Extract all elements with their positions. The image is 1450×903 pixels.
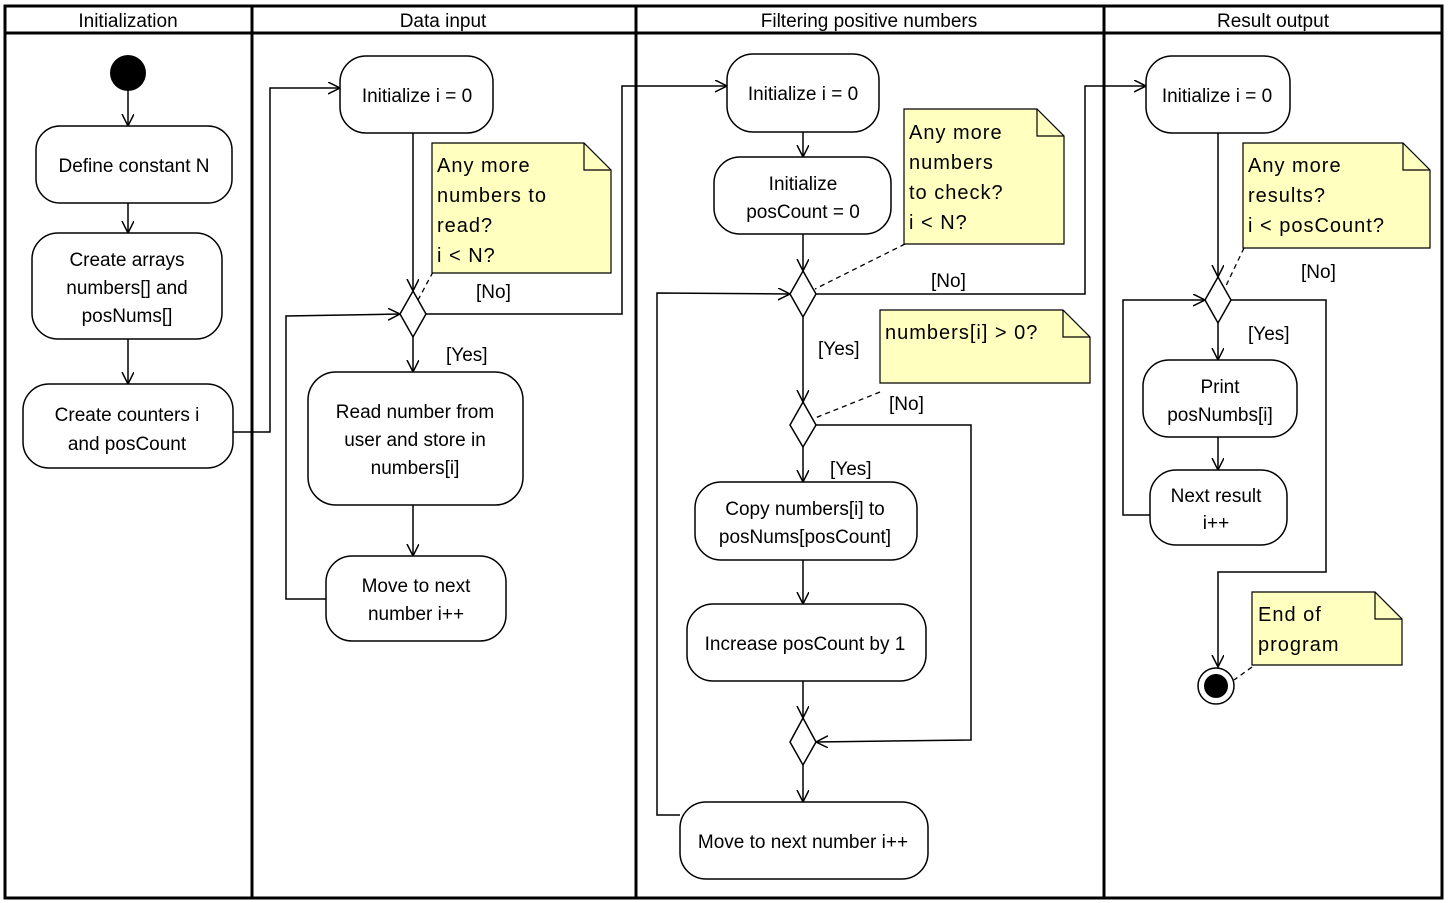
activity-input-initialize-i: Initialize i = 0 [339, 55, 494, 134]
svg-text:Initialize i = 0: Initialize i = 0 [1162, 86, 1272, 107]
svg-text:End of: End of [1258, 604, 1322, 626]
lane-title-data-input: Data input [400, 11, 487, 32]
svg-text:numbers[i] > 0?: numbers[i] > 0? [885, 322, 1038, 344]
svg-text:Any more: Any more [1248, 155, 1342, 177]
svg-text:posNums[posCount]: posNums[posCount] [719, 527, 891, 548]
activity-create-arrays: Create arrays numbers[] and posNums[] [31, 232, 223, 340]
svg-text:i++: i++ [1203, 513, 1229, 534]
flow-edges [128, 86, 1327, 816]
svg-text:Print: Print [1200, 377, 1240, 398]
lane-title-result-output: Result output [1217, 11, 1330, 32]
guard-output-yes: [Yes] [1248, 324, 1290, 345]
svg-text:numbers[] and: numbers[] and [66, 278, 187, 299]
svg-text:program: program [1258, 634, 1339, 656]
svg-text:i < N?: i < N? [909, 212, 968, 234]
activity-filter-next-number: Move to next number i++ [679, 801, 929, 880]
svg-text:posCount = 0: posCount = 0 [746, 202, 860, 223]
svg-text:Initialize i = 0: Initialize i = 0 [362, 86, 472, 107]
guard-filter-loop-yes: [Yes] [818, 339, 860, 360]
guard-filter-loop-no: [No] [931, 271, 966, 292]
svg-text:Create counters i: Create counters i [55, 405, 200, 426]
svg-text:Next result: Next result [1171, 486, 1263, 507]
lane-title-initialization: Initialization [78, 11, 177, 32]
note-more-results: Any more results? i < posCount? [1242, 142, 1431, 249]
note-connectors [417, 243, 1253, 681]
activity-read-number: Read number from user and store in numbe… [307, 371, 524, 506]
activity-copy-number: Copy numbers[i] to posNums[posCount] [694, 481, 918, 561]
activity-output-initialize-i: Initialize i = 0 [1145, 55, 1291, 134]
svg-text:Create arrays: Create arrays [69, 250, 184, 271]
activity-filter-initialize-i: Initialize i = 0 [726, 53, 880, 133]
activity-next-result: Next result i++ [1149, 469, 1288, 546]
final-node [1197, 667, 1235, 705]
decision-filter-loop [789, 269, 817, 319]
svg-text:and posCount: and posCount [68, 434, 187, 455]
svg-text:Increase posCount by 1: Increase posCount by 1 [705, 634, 906, 655]
svg-text:Any more: Any more [909, 122, 1003, 144]
svg-text:i < N?: i < N? [437, 245, 496, 267]
svg-text:i < posCount?: i < posCount? [1248, 215, 1385, 237]
svg-text:numbers to: numbers to [437, 185, 547, 207]
activity-create-counters: Create counters i and posCount [22, 383, 234, 469]
svg-text:Initialize: Initialize [769, 174, 838, 195]
guard-output-no: [No] [1301, 262, 1336, 283]
swimlane-frame [3, 4, 1444, 900]
decision-positive [789, 400, 817, 449]
svg-text:Initialize i = 0: Initialize i = 0 [748, 84, 858, 105]
activity-initialize-poscount: Initialize posCount = 0 [713, 156, 892, 235]
activity-define-constant: Define constant N [35, 125, 233, 204]
activity-input-next-number: Move to next number i++ [325, 555, 507, 642]
activity-increase-poscount: Increase posCount by 1 [686, 603, 927, 682]
activity-print-result: Print posNumbs[i] [1142, 359, 1298, 438]
svg-text:numbers: numbers [909, 152, 994, 174]
initial-node [110, 55, 146, 91]
decision-output-loop [1204, 275, 1232, 325]
note-more-to-read: Any more numbers to read? i < N? [431, 142, 612, 274]
lane-title-filtering: Filtering positive numbers [761, 11, 977, 32]
merge-filter [789, 716, 817, 767]
guard-input-no: [No] [476, 282, 511, 303]
svg-text:user and store in: user and store in [344, 430, 486, 451]
svg-text:read?: read? [437, 215, 493, 237]
svg-text:Read number from: Read number from [336, 402, 494, 423]
svg-text:Copy numbers[i] to: Copy numbers[i] to [725, 499, 884, 520]
svg-text:results?: results? [1248, 185, 1326, 207]
svg-text:posNumbs[i]: posNumbs[i] [1167, 405, 1273, 426]
svg-text:Define constant N: Define constant N [58, 156, 209, 177]
svg-text:to check?: to check? [909, 182, 1004, 204]
svg-text:posNums[]: posNums[] [82, 306, 173, 327]
svg-text:Any more: Any more [437, 155, 531, 177]
svg-text:number i++: number i++ [368, 604, 464, 625]
note-more-to-check: Any more numbers to check? i < N? [903, 108, 1065, 245]
guard-input-yes: [Yes] [446, 345, 488, 366]
svg-text:Move to next: Move to next [362, 576, 471, 597]
note-positive-check: numbers[i] > 0? [879, 309, 1091, 384]
svg-text:Move to next number i++: Move to next number i++ [698, 832, 908, 853]
guard-positive-no: [No] [889, 394, 924, 415]
note-end-of-program: End of program [1251, 591, 1403, 666]
guard-positive-yes: [Yes] [830, 459, 872, 480]
decision-input-loop [399, 289, 427, 339]
svg-text:numbers[i]: numbers[i] [371, 458, 460, 479]
